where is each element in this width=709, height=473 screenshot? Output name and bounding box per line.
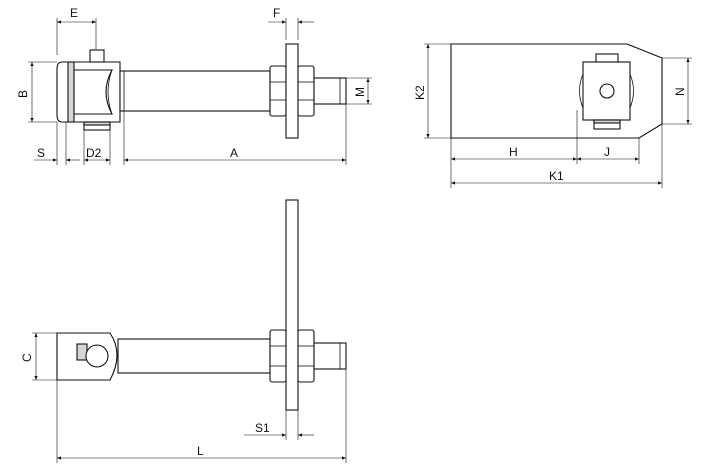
nut-top-right [297, 329, 315, 383]
rod-top-thread [313, 342, 347, 370]
dim-label-n: N [673, 87, 687, 96]
eye-screw [76, 343, 88, 361]
dim-label-a: A [230, 146, 238, 160]
dim-label-s1: S1 [255, 421, 270, 435]
dim-label-e: E [70, 6, 78, 20]
side-view: E F B M S D2 A [16, 6, 372, 165]
dim-label-b: B [16, 90, 30, 98]
dim-label-d2: D2 [86, 146, 102, 160]
nut-right [297, 65, 315, 117]
dim-label-k1: K1 [549, 169, 564, 183]
dim-label-j: J [604, 145, 610, 159]
dim-label-c: C [20, 353, 34, 362]
mounting-plate [285, 199, 299, 411]
eye-slot [73, 69, 113, 115]
bolt-hole [599, 83, 615, 99]
top-view: C S1 L [20, 199, 347, 463]
clamp-top [595, 53, 619, 63]
rod [119, 70, 271, 112]
screw-block-top [89, 49, 105, 63]
dim-label-s: S [37, 146, 45, 160]
nut-top-left [269, 329, 287, 383]
dim-label-m: M [353, 87, 367, 97]
rod-thread-end [313, 77, 347, 105]
end-view: K2 N H J K1 [413, 43, 692, 188]
dim-label-f: F [273, 6, 280, 20]
washer-plate [285, 43, 299, 139]
dim-label-k2: K2 [413, 85, 427, 100]
dim-label-l: L [197, 444, 204, 458]
rod-top [117, 338, 271, 374]
dim-label-h: H [509, 145, 518, 159]
eye-inner-shade [67, 61, 75, 123]
eye-hole [85, 344, 109, 368]
nut-left [269, 65, 287, 117]
